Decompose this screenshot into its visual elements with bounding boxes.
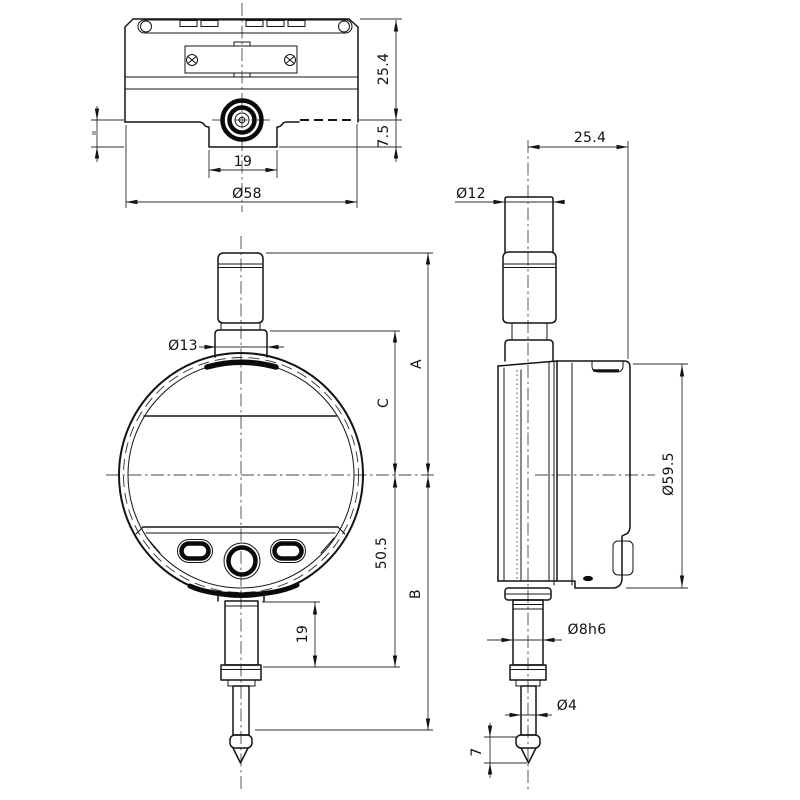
name-plate [184, 41, 298, 78]
dim-tip-length: 7 [469, 723, 493, 778]
button-right [270, 539, 306, 563]
side-body [497, 360, 634, 601]
dim-top-height-label: 25.4 [376, 53, 392, 85]
side-stem [509, 599, 547, 764]
side-extension-lines [484, 141, 688, 764]
clamp-hook-right [338, 20, 350, 33]
side-contact-tip [520, 747, 537, 764]
front-extension-lines [255, 252, 433, 731]
clamp-hook-left [140, 20, 152, 33]
clamp-bar [137, 19, 353, 34]
clamp-tab [245, 20, 264, 27]
dim-left-small [92, 106, 100, 162]
contact-tip [232, 747, 249, 764]
button-left [177, 539, 213, 563]
dim-housing-dia-label: Ø59.5 [661, 452, 677, 496]
contact-ball [229, 734, 253, 749]
side-view: 25.4 Ø12 Ø59.5 Ø8h6 Ø4 [455, 130, 688, 790]
side-top-stem [504, 196, 554, 253]
dim-center-to-stem: 50.5 [374, 475, 398, 667]
dim-a-label: A [409, 359, 425, 369]
side-stem-block [504, 339, 554, 362]
front-cap-neck [220, 322, 261, 331]
side-cap [502, 251, 557, 362]
dim-center-to-stem-label: 50.5 [374, 537, 390, 569]
dim-b: B [408, 475, 431, 730]
dim-front-stem-dia: Ø13 [168, 338, 284, 354]
dim-stem-dia-label: Ø8h6 [568, 622, 607, 638]
bottom-rim-arc [187, 582, 300, 598]
dim-housing-dia: Ø59.5 [661, 364, 685, 588]
dim-front-stem-len-label: 19 [295, 625, 311, 643]
screw-icon [284, 54, 296, 66]
top-view-body [124, 18, 359, 148]
dim-lug-width: 19 [209, 154, 277, 173]
side-cap-neck [511, 322, 548, 341]
stem-boss-arc [204, 359, 279, 370]
button-center [223, 542, 261, 580]
dim-stem-dia: Ø8h6 [487, 622, 607, 643]
side-contact-ball [515, 734, 541, 749]
dim-lug-depth: 7.5 [376, 120, 399, 162]
top-view-extension-lines [91, 18, 402, 208]
dim-side-depth: 25.4 [528, 130, 628, 150]
clamp-tab [200, 20, 219, 27]
tiny-dim-mark [92, 131, 97, 135]
dim-c: C [376, 331, 398, 475]
dim-a: A [409, 253, 431, 475]
battery-cover-tab [612, 540, 634, 576]
dim-spindle-dia-label: Ø4 [557, 698, 578, 714]
dim-spindle-dia: Ø4 [505, 698, 578, 718]
dial-bezel [118, 352, 364, 598]
front-cap [214, 252, 268, 358]
side-spindle [520, 685, 537, 736]
front-stem [217, 592, 265, 764]
dim-top-stem-dia-label: Ø12 [456, 186, 486, 202]
dim-body-diameter: Ø58 [126, 186, 357, 205]
dim-tip-length-label: 7 [469, 747, 485, 756]
dim-side-depth-label: 25.4 [574, 130, 606, 146]
dim-lug-depth-label: 7.5 [376, 124, 392, 147]
dim-c-label: C [376, 398, 392, 408]
top-view: 25.4 7.5 19 Ø58 [91, 3, 402, 212]
front-view: Ø13 A C 50.5 B [106, 236, 434, 790]
screw-icon [186, 54, 198, 66]
lcd-display-area [135, 415, 346, 554]
dim-top-height: 25.4 [376, 20, 399, 120]
dim-lug-width-label: 19 [234, 154, 252, 170]
dim-top-stem-dia: Ø12 [455, 186, 565, 205]
front-top-stem [214, 329, 268, 358]
bottom-screw-dot [583, 575, 593, 582]
clamp-tab [287, 20, 306, 27]
dim-body-diameter-label: Ø58 [232, 186, 262, 202]
clamp-tab [179, 20, 198, 27]
front-clamp-strip [497, 361, 558, 586]
dim-front-stem-dia-label: Ø13 [168, 338, 198, 354]
front-washer [227, 679, 256, 687]
hanger-clip [591, 360, 624, 373]
dim-b-label: B [408, 589, 424, 599]
lock-knob [220, 98, 264, 142]
clamp-tab [266, 20, 285, 27]
dim-front-stem-len: 19 [295, 602, 318, 667]
